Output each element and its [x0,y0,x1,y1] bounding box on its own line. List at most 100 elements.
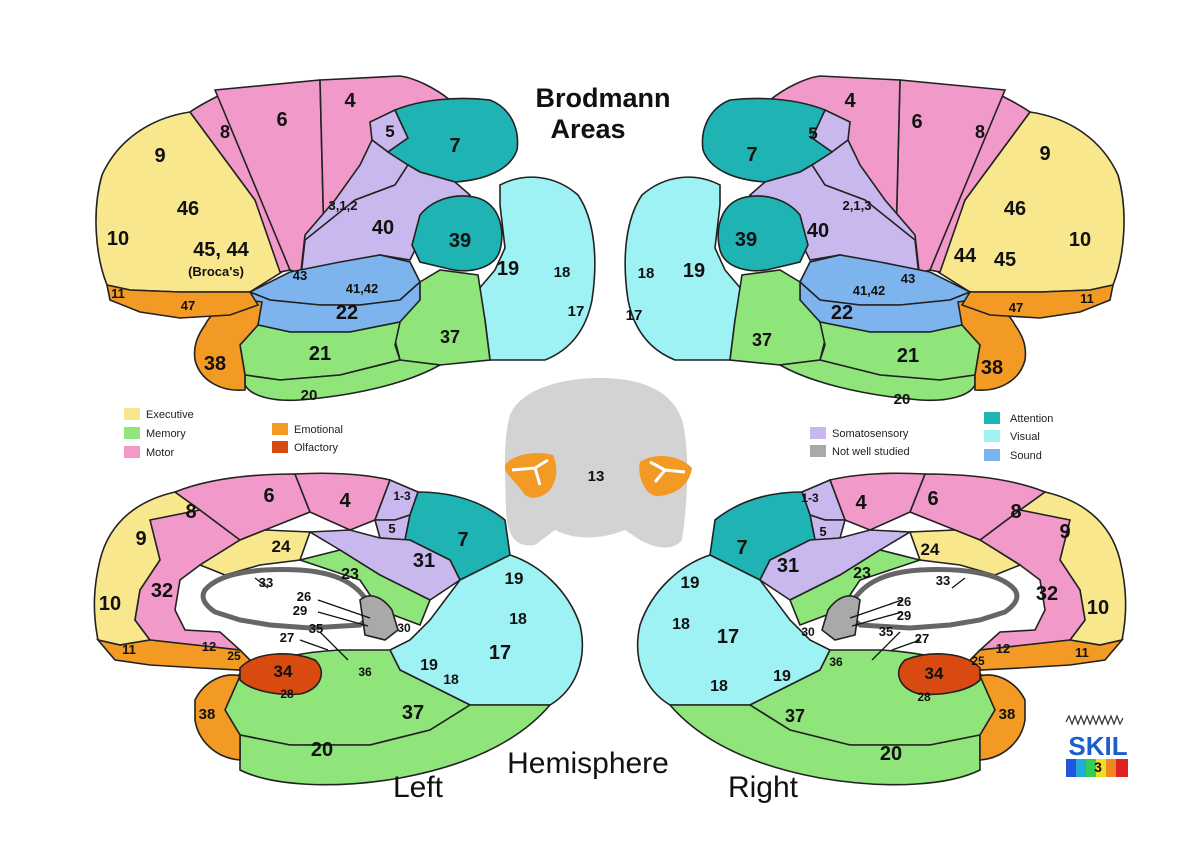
legend-swatch-motor [124,446,140,458]
label-medial-left-32: 32 [151,580,173,602]
label-medial-left-18b: 18 [443,671,459,687]
label-medial-left-29: 29 [293,603,307,618]
area-8-motor [188,93,292,273]
label-right-17: 17 [626,307,643,324]
label-medial-left-27: 27 [280,630,294,645]
legend: Executive Memory Motor Emotional Olfacto… [124,408,1053,462]
label-medial-left-19a: 19 [505,569,524,588]
label-left-38: 38 [204,353,226,375]
legend-emotional: Emotional [294,424,343,436]
label-medial-right-18a: 18 [672,616,690,633]
label-medial-right-36: 36 [829,655,843,669]
logo-bar-orange [1106,759,1116,777]
label-medial-left-34: 34 [274,662,293,681]
label-left-4: 4 [344,90,356,112]
label-right-10: 10 [1069,229,1091,251]
label-medial-left-26: 26 [297,589,311,604]
label-left-6: 6 [276,109,287,131]
label-left-46: 46 [177,198,199,220]
medial-left-leader-33 [254,577,269,589]
label-left-8: 8 [220,122,230,142]
legend-swatch-somatosensory [810,427,826,439]
label-left-11: 11 [111,286,125,301]
insula-right-sulcus [649,460,686,483]
label-medial-right-17: 17 [717,626,739,648]
legend-memory: Memory [146,428,186,440]
label-insula-13: 13 [588,468,605,485]
label-left-40: 40 [372,217,394,239]
label-medial-left-24: 24 [272,537,291,556]
label-medial-left-23: 23 [341,566,359,583]
label-medial-left-4: 4 [339,490,351,512]
logo-number: 3 [1094,759,1102,775]
label-medial-right-19b: 19 [773,668,791,685]
label-medial-right-34: 34 [925,664,944,683]
medial-20-memory [668,704,981,786]
label-medial-right-20: 20 [880,743,902,765]
label-medial-right-18b: 18 [710,678,728,695]
label-left-22: 22 [336,302,358,324]
logo-waveform [1065,714,1124,726]
area-11-47-emotional [105,283,260,319]
label-right-6: 6 [911,111,922,133]
medial-left-hemisphere [93,472,584,786]
insula-slice [504,378,688,548]
label-medial-left-17: 17 [489,642,511,664]
label-medial-left-36: 36 [358,665,372,679]
label-medial-left-9: 9 [135,528,146,550]
label-left-9: 9 [154,145,165,167]
label-right-22: 22 [831,302,853,324]
medial-left-leader-26 [317,599,371,619]
label-medial-left-25: 25 [227,649,241,663]
medial-right-leader-26 [849,599,903,619]
logo-bar-green [1086,759,1096,777]
label-medial-left-19b: 19 [420,657,438,674]
logo-bar-red [1116,759,1128,777]
area-20-memory [244,359,443,402]
label-right-11: 11 [1080,291,1094,306]
label-medial-right-29: 29 [897,608,911,623]
medial-4-motor [293,472,392,531]
label-medial-left-31: 31 [413,550,435,572]
area-7-attention [701,97,834,183]
label-left-43: 43 [293,268,307,283]
label-right-18: 18 [638,265,655,282]
label-medial-right-26: 26 [897,594,911,609]
label-right-8: 8 [975,122,985,142]
medial-6-motor [908,473,1047,541]
label-medial-right-24: 24 [921,540,940,559]
medial-left-leader-35 [319,631,349,661]
area-11-47-emotional [960,283,1115,319]
medial-right-leader-27 [891,639,921,651]
label-left-3-1-2: 3,1,2 [329,198,358,213]
label-medial-right-19a: 19 [681,573,700,592]
label-medial-right-30: 30 [801,625,815,639]
label-medial-right-28: 28 [917,690,931,704]
label-left-7: 7 [449,135,460,157]
medial-right-leader-33 [951,577,966,589]
label-medial-right-38: 38 [999,706,1016,723]
area-39-attention [411,195,503,272]
medial-23-memory [297,549,432,627]
label-right-44: 44 [954,245,977,267]
insula-left-sulcus [511,458,549,486]
label-medial-right-31: 31 [777,555,799,577]
insula-coronal-view: 13 [504,378,692,548]
label-medial-right-27: 27 [915,631,929,646]
legend-swatch-memory [124,427,140,439]
label-left-19: 19 [497,258,519,280]
label-right-41-42: 41,42 [853,283,886,298]
legend-swatch-visual [984,430,1000,442]
label-medial-left-8: 8 [185,501,196,523]
logo-name: SKIL [1068,731,1127,761]
logo-bar-yellow [1096,759,1106,777]
title-line-1: Brodmann [536,83,671,113]
label-right-20: 20 [894,391,911,408]
legend-motor: Motor [146,447,174,459]
label-right-38: 38 [981,357,1003,379]
label-medial-right-11: 11 [1075,645,1089,660]
label-right-7: 7 [746,144,757,166]
label-medial-right-33: 33 [936,573,950,588]
legend-swatch-attention [984,412,1000,424]
